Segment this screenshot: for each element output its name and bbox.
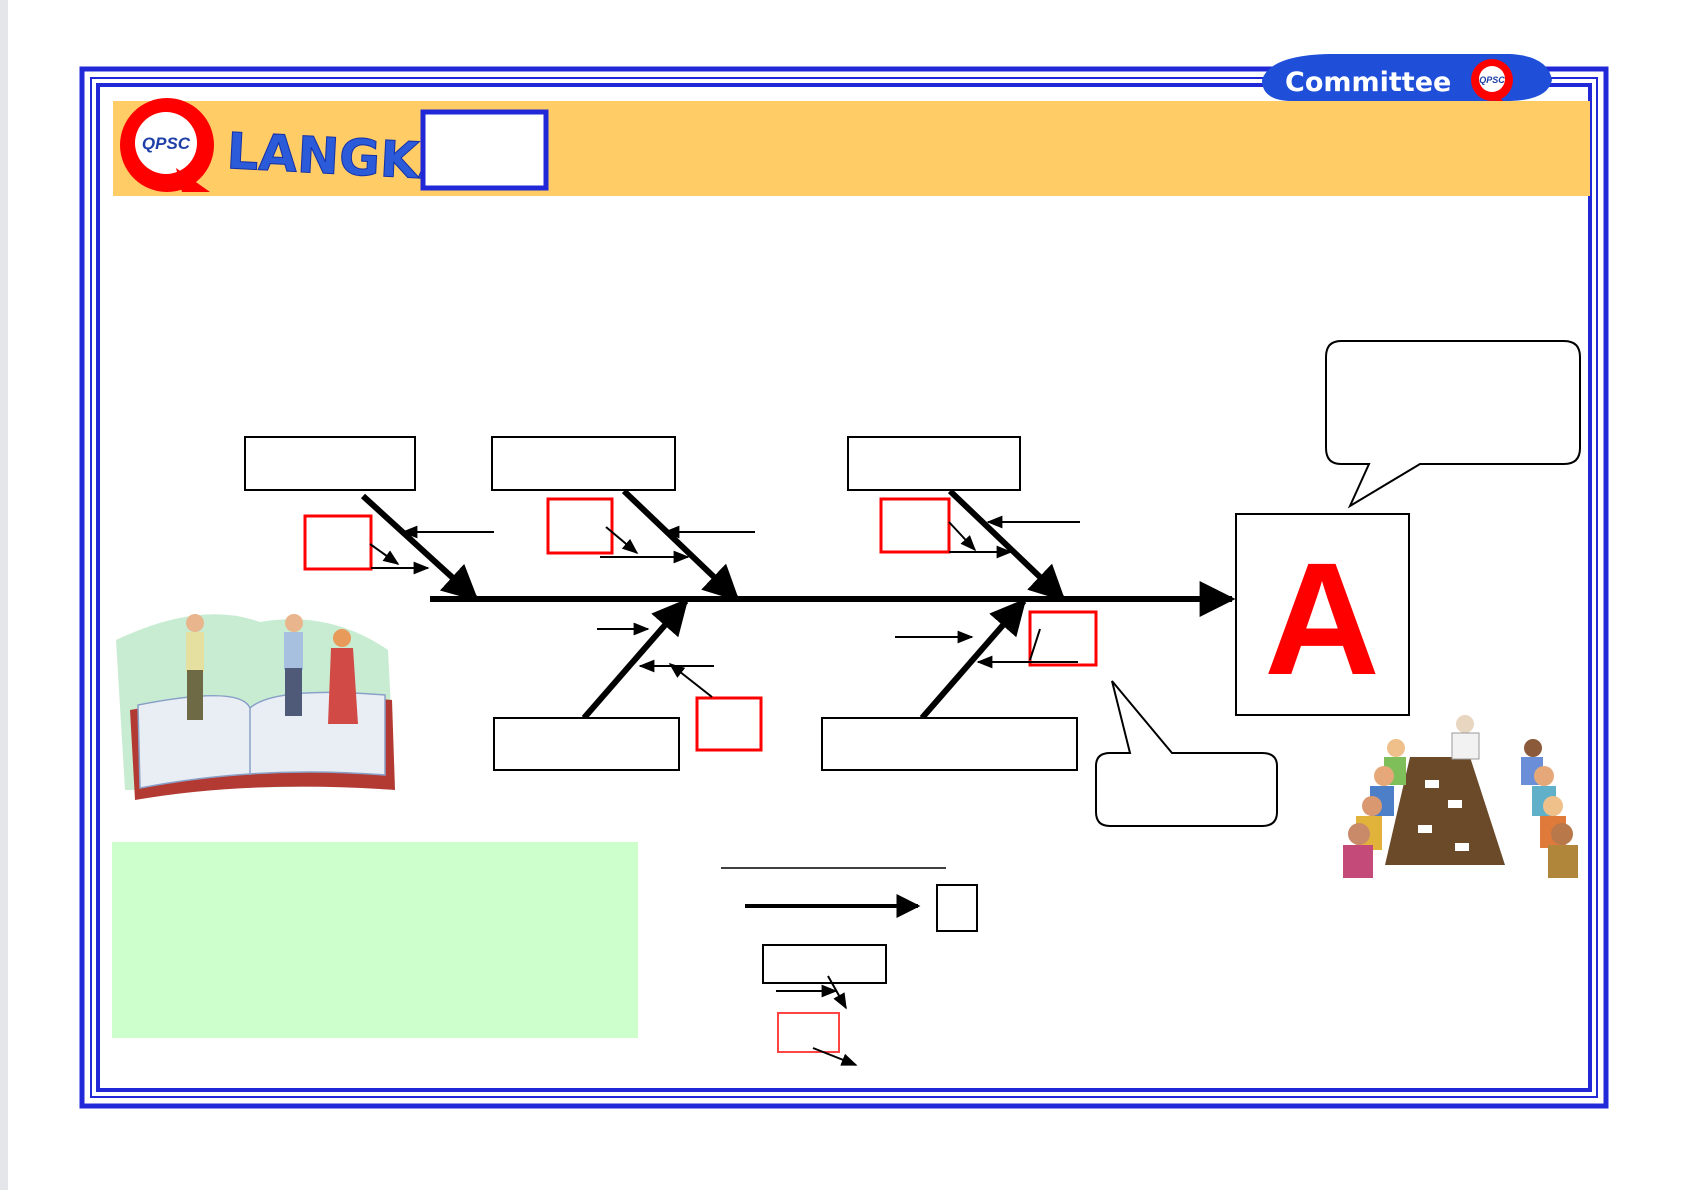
bone-top-1 xyxy=(360,493,479,602)
cause-box-3[interactable] xyxy=(847,436,1021,491)
bone-bottom-1 xyxy=(581,598,689,720)
legend-effect-box[interactable] xyxy=(936,884,978,932)
callout-bottom[interactable] xyxy=(1095,680,1278,827)
notes-panel[interactable] xyxy=(112,842,638,1038)
header-band xyxy=(113,101,1590,196)
slide-frame xyxy=(79,66,1609,1109)
subcause-box-3[interactable] xyxy=(879,497,951,554)
subcause-box-1[interactable] xyxy=(303,514,373,571)
step-number-box[interactable] xyxy=(420,109,549,191)
svg-text:QPSC: QPSC xyxy=(142,134,191,153)
window-edge xyxy=(0,0,8,1190)
qpsc-logo-icon: QPSC xyxy=(120,98,214,192)
effect-letter: A xyxy=(1264,529,1380,708)
callout-top[interactable] xyxy=(1325,340,1581,509)
legend-subcause-box[interactable] xyxy=(777,1012,840,1053)
qpsc-logo-icon: QPSC xyxy=(1471,59,1513,104)
effect-box[interactable] xyxy=(1235,513,1410,716)
subcause-box-4[interactable] xyxy=(1028,610,1098,667)
cause-box-4[interactable] xyxy=(493,717,680,771)
subcause-box-5[interactable] xyxy=(695,696,763,752)
subcause-box-2[interactable] xyxy=(546,497,614,555)
meeting-table-clipart xyxy=(1343,715,1578,878)
bone-top-2 xyxy=(621,488,740,602)
bone-top-3 xyxy=(947,488,1066,602)
legend-arrow-3 xyxy=(812,1047,858,1066)
committee-badge: Committee QPSC xyxy=(1262,54,1552,104)
people-on-book-clipart xyxy=(116,614,395,800)
legend-cause-box[interactable] xyxy=(762,944,887,984)
legend xyxy=(721,867,978,1066)
cause-box-5[interactable] xyxy=(821,717,1078,771)
svg-text:QPSC: QPSC xyxy=(1479,75,1505,85)
committee-label: Committee xyxy=(1285,67,1451,98)
bone-bottom-2 xyxy=(919,598,1027,720)
cause-box-2[interactable] xyxy=(491,436,676,491)
legend-arrow-2 xyxy=(827,975,847,1010)
cause-box-1[interactable] xyxy=(244,436,416,491)
subcause-arrows xyxy=(369,515,1080,698)
